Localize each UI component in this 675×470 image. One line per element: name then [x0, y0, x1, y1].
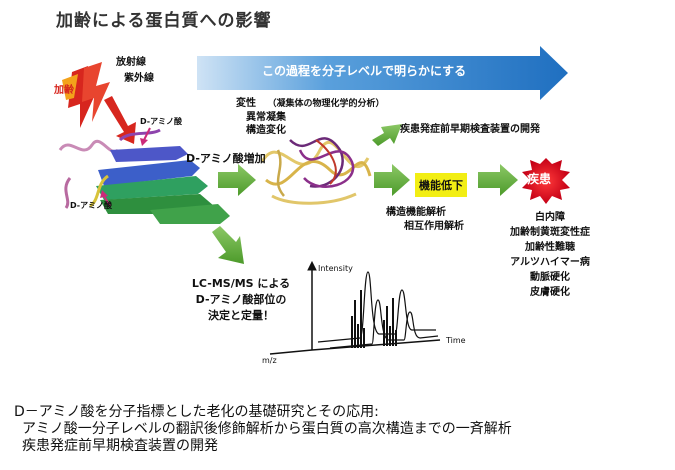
d-amino-increase-label: D-アミノ酸増加 — [186, 152, 266, 165]
banner-arrow — [197, 46, 568, 100]
red-arrow — [104, 96, 136, 144]
denaturation-label: 変性 — [236, 98, 256, 109]
lcms-line: D-アミノ酸部位の — [195, 293, 287, 306]
analysis-label: 構造機能解析 — [386, 207, 446, 218]
analysis-label: 相互作用解析 — [404, 221, 464, 232]
uv-label: 紫外線 — [124, 73, 154, 84]
arrow-to-detection — [372, 124, 402, 146]
disease-item: 動脈硬化 — [530, 272, 570, 283]
denaturation-note: （凝集体の物理化学的分析） — [267, 99, 385, 109]
arrow-to-lcms — [212, 226, 244, 264]
page-title: 加齢による蛋白質への影響 — [56, 11, 272, 31]
caption-line: 疾患発症前早期検査装置の開発 — [22, 438, 218, 454]
disease-label: 疾患 — [527, 172, 552, 186]
disease-splat — [522, 158, 570, 204]
aging-label: 加齢 — [54, 85, 74, 96]
caption: D－アミノ酸を分子指標とした老化の基礎研究とその応用: アミノ酸一分子レベルの翻… — [14, 404, 512, 455]
denaturation-item: 構造変化 — [246, 125, 286, 136]
caption-line: アミノ酸一分子レベルの翻訳後修飾解析から蛋白質の高次構造までの一斉解析 — [22, 421, 512, 437]
disease-item: 白内障 — [535, 212, 565, 223]
protein-structure — [58, 128, 230, 224]
d-amino-label-bottom: D-アミノ酸 — [70, 201, 112, 210]
disease-item: 加齢性難聴 — [525, 242, 575, 253]
disease-item: 加齢制黄斑変性症 — [510, 227, 590, 238]
chromatogram — [269, 260, 441, 355]
aging-radiation-icon — [62, 62, 110, 128]
chromatogram-xlabel: Time — [446, 336, 466, 345]
arrow-to-decline — [374, 164, 410, 196]
chromatogram-ylabel: Intensity — [318, 264, 353, 273]
radiation-label: 放射線 — [116, 57, 146, 68]
arrow-to-disease — [478, 164, 518, 196]
denaturation-title: 変性 （凝集体の物理化学的分析） — [236, 97, 385, 111]
caption-line: D－アミノ酸を分子指標とした老化の基礎研究とその応用: — [14, 404, 379, 420]
lcms-line: 決定と定量！ — [208, 309, 274, 322]
disease-item: アルツハイマー病 — [510, 257, 590, 268]
d-amino-label-top: D-アミノ酸 — [140, 117, 182, 126]
lcms-text: LC-MS/MS による D-アミノ酸部位の 決定と定量！ — [176, 276, 306, 324]
banner-text: この過程を分子レベルで明らかにする — [262, 64, 467, 78]
chromatogram-zlabel: m/z — [262, 356, 277, 365]
disease-item: 皮膚硬化 — [530, 287, 570, 298]
arrow-to-aggregate — [218, 164, 256, 196]
denaturation-item: 異常凝集 — [246, 112, 286, 123]
function-decline-box: 機能低下 — [415, 173, 467, 197]
lcms-line: LC-MS/MS による — [191, 277, 291, 290]
aggregate-structure — [260, 137, 372, 205]
early-detection-label: 疾患発症前早期検査装置の開発 — [400, 124, 540, 135]
disease-list: 白内障 加齢制黄斑変性症 加齢性難聴 アルツハイマー病 動脈硬化 皮膚硬化 — [488, 210, 612, 300]
